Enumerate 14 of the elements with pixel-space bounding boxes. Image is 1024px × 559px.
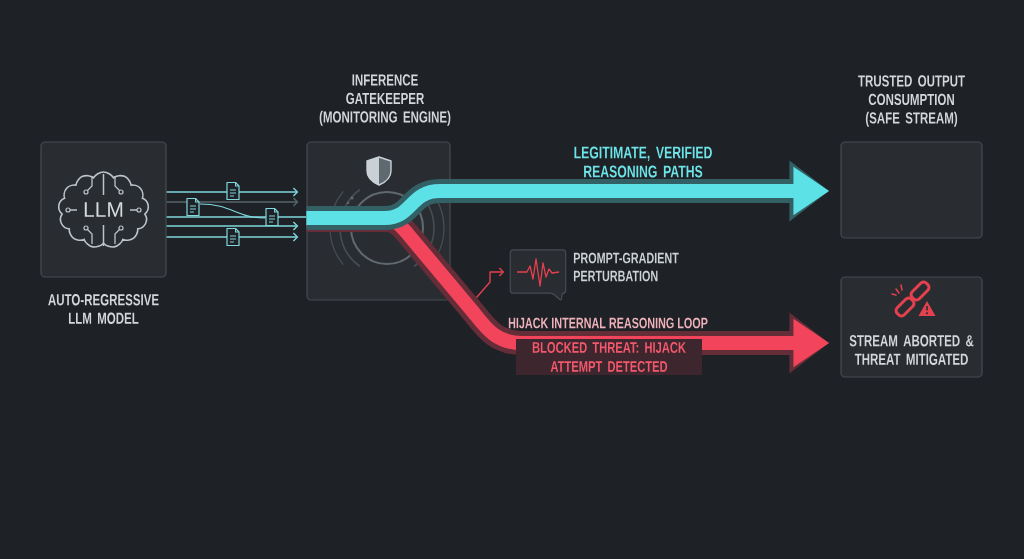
process-box: LLM (40, 141, 167, 278)
box-heading: AUTO-REGRESSIVE LLM MODEL (48, 294, 159, 324)
arrow (165, 221, 299, 231)
box-heading: INFERENCE GATEKEEPER (MONITORING ENGINE) (319, 74, 451, 126)
arrow (165, 232, 299, 242)
box-heading: TRUSTED OUTPUT CONSUMPTION (SAFE STREAM) (858, 75, 965, 127)
edge-label: LEGITIMATE, VERIFIED REASONING PATHS (574, 146, 712, 178)
annotation-text: PROMPT-GRADIENT PERTURBATION (573, 252, 679, 282)
path-label: HIJACK INTERNAL REASONING LOOP (508, 317, 708, 329)
arrow (165, 197, 299, 207)
arrow (165, 187, 299, 197)
connector-line (165, 216, 308, 218)
edge-label: BLOCKED THREAT: HIJACK ATTEMPT DETECTED (516, 339, 702, 375)
process-box: STREAM ABORTED & THREAT MITIGATED (840, 276, 983, 378)
